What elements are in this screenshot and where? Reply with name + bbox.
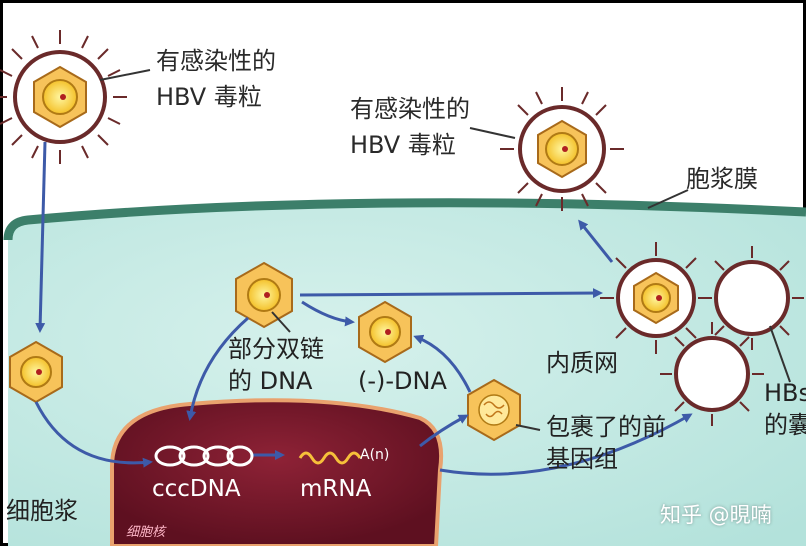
- nucleus: [109, 398, 444, 546]
- label-minus-dna: (-)-DNA: [358, 367, 447, 395]
- capsid-minus-dna: [358, 300, 412, 364]
- label-plasma-membrane: 胞浆膜: [686, 165, 758, 193]
- hbs-vesicle-2: [660, 322, 764, 426]
- label-polya: A(n): [360, 447, 390, 463]
- label-virus-tr-1: 有感染性的: [350, 95, 470, 123]
- label-partial-dsdna-2: 的 DNA: [228, 367, 313, 395]
- arrows: [34, 141, 693, 476]
- label-virus-tr-2: HBV 毒粒: [350, 131, 456, 159]
- mrna-wave: [298, 451, 362, 465]
- hbs-vesicle-1: [700, 246, 804, 350]
- virion-top-right: [500, 87, 624, 211]
- er-virion: [600, 242, 712, 354]
- label-virus-tl-1: 有感染性的: [156, 47, 276, 75]
- plasma-membrane: [3, 198, 806, 241]
- label-hbs-1: HBs: [764, 379, 806, 407]
- capsid-partial-dsdna: [235, 261, 293, 329]
- label-hbs-2: 的囊: [764, 411, 806, 439]
- capsid-pregenome: [467, 378, 521, 442]
- label-er: 内质网: [546, 349, 618, 377]
- label-nucleus: 细胞核: [126, 525, 166, 540]
- label-partial-dsdna-1: 部分双链: [228, 335, 324, 363]
- label-cccdna: cccDNA: [152, 476, 241, 502]
- label-cytoplasm: 细胞浆: [6, 497, 78, 525]
- capsid-left: [9, 340, 63, 404]
- watermark: 知乎 @晛喃: [660, 503, 772, 527]
- cccdna-chain: [154, 445, 254, 467]
- label-virus-tl-2: HBV 毒粒: [156, 83, 262, 111]
- virion-top-left: [0, 30, 127, 164]
- label-pregenome-2: 基因组: [546, 445, 618, 473]
- label-mrna: mRNA: [300, 476, 372, 502]
- label-pregenome-1: 包裹了的前: [546, 413, 666, 441]
